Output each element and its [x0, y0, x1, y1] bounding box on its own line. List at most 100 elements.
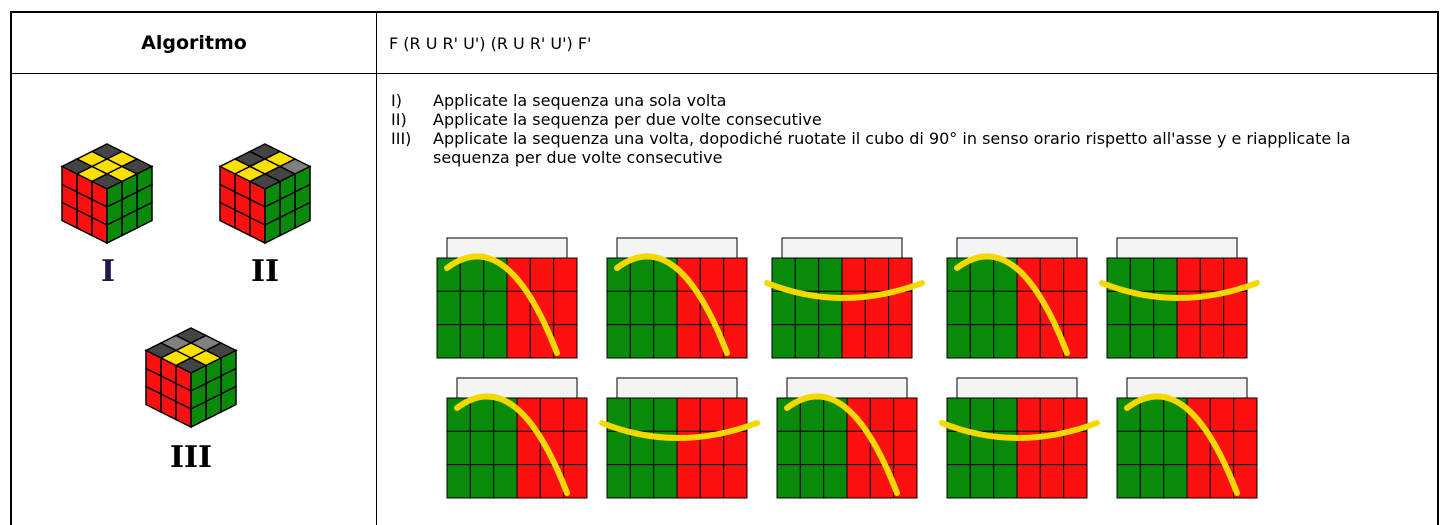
frame-top-face: [616, 377, 738, 399]
frame-left-face: [776, 464, 801, 499]
frame-left-face: [436, 324, 461, 359]
frame-left-face: [469, 464, 495, 499]
frame-right-face: [893, 430, 918, 466]
cube-case-iii: [144, 327, 238, 429]
frame-left-face: [1139, 397, 1165, 432]
frame-right-face: [676, 397, 701, 432]
frame-left-face: [459, 290, 485, 326]
step-item: II) Applicate la sequenza per due volte …: [391, 110, 1421, 129]
frame-right-face: [699, 464, 725, 499]
frame-right-face: [1176, 257, 1201, 292]
frame-right-face: [699, 397, 725, 432]
frame-top-face: [786, 377, 908, 399]
case-label-iii: III: [169, 440, 213, 475]
frame-right-face: [539, 397, 565, 432]
frame-left-face: [1129, 324, 1155, 359]
frame-right-face: [1176, 324, 1201, 359]
frame-left-face: [653, 324, 678, 359]
vertical-turn-arrow-icon: [444, 253, 560, 356]
step-text: Applicate la sequenza per due volte cons…: [433, 110, 822, 129]
steps-list: I) Applicate la sequenza una sola volta …: [391, 91, 1421, 167]
frame-left-face: [459, 324, 485, 359]
frame-right-face: [1186, 464, 1211, 499]
step-item: III) Applicate la sequenza una volta, do…: [391, 129, 1421, 167]
frame-right-face: [1199, 324, 1225, 359]
frame-right-face: [1039, 464, 1065, 499]
frame-right-face: [841, 257, 866, 292]
frame-right-face: [888, 324, 913, 359]
frame-right-face: [699, 257, 725, 292]
frame-left-face: [1153, 324, 1178, 359]
frame-left-face: [823, 464, 848, 499]
frame-left-face: [629, 464, 655, 499]
horizontal-turn-arrow-icon: [939, 420, 1100, 441]
right-sticker: [106, 216, 123, 245]
frame-top-face: [781, 237, 903, 259]
frame-right-face: [723, 464, 748, 499]
frame-right-face: [864, 257, 890, 292]
frame-left-face: [629, 257, 655, 292]
frame-left-face: [969, 324, 995, 359]
frame-right-face: [1209, 397, 1235, 432]
frame-left-face: [794, 324, 820, 359]
frame-right-face: [563, 430, 588, 466]
right-sticker: [264, 216, 281, 245]
algorithm-sequence: F (R U R' U') (R U R' U') F': [377, 13, 1437, 74]
frame-right-face: [563, 397, 588, 432]
frame-left-face: [493, 430, 518, 466]
frame-right-face: [1063, 290, 1088, 326]
frame-left-face: [653, 397, 678, 432]
frame-right-face: [864, 324, 890, 359]
frame-right-face: [1063, 257, 1088, 292]
frame-left-face: [776, 430, 801, 466]
step-number: II): [391, 110, 407, 129]
frame-right-face: [1016, 397, 1041, 432]
frame-left-face: [1129, 257, 1155, 292]
frame-right-face: [1233, 430, 1258, 466]
frame-left-face: [799, 430, 825, 466]
frame-left-face: [483, 324, 508, 359]
frame-left-face: [1139, 430, 1165, 466]
frame-right-face: [1039, 397, 1065, 432]
vertical-turn-arrow-icon: [614, 253, 730, 356]
frame-left-face: [446, 430, 471, 466]
frame-left-face: [969, 397, 995, 432]
frame-left-face: [629, 397, 655, 432]
frame-right-face: [1199, 257, 1225, 292]
frame-left-face: [993, 397, 1018, 432]
frame-top-face: [616, 237, 738, 259]
frame-left-face: [606, 324, 631, 359]
step-item: I) Applicate la sequenza una sola volta: [391, 91, 1421, 110]
frame-left-face: [1163, 430, 1188, 466]
frame-left-face: [629, 290, 655, 326]
frame-left-face: [629, 324, 655, 359]
frame-left-face: [799, 464, 825, 499]
frame-left-face: [606, 430, 631, 466]
frame-top-face: [1126, 377, 1248, 399]
frame-left-face: [946, 324, 971, 359]
frame-left-face: [794, 257, 820, 292]
frame-left-face: [946, 290, 971, 326]
algorithm-table: Algoritmo F (R U R' U') (R U R' U') F' I…: [10, 11, 1439, 525]
frame-right-face: [1063, 430, 1088, 466]
frame-left-face: [469, 397, 495, 432]
frame-right-face: [529, 257, 555, 292]
frame-right-face: [676, 464, 701, 499]
cube-case-ii: [218, 143, 312, 245]
frame-left-face: [993, 464, 1018, 499]
frame-left-face: [606, 464, 631, 499]
frame-left-face: [1163, 464, 1188, 499]
case-label-ii: II: [250, 254, 280, 289]
frame-top-face: [456, 377, 578, 399]
frame-right-face: [1233, 397, 1258, 432]
vertical-turn-arrow-icon: [954, 253, 1070, 356]
step-number: III): [391, 129, 412, 148]
frame-left-face: [483, 290, 508, 326]
frame-right-face: [506, 324, 531, 359]
frame-right-face: [1016, 324, 1041, 359]
frame-right-face: [1063, 464, 1088, 499]
instructions-cell: I) Applicate la sequenza una sola volta …: [377, 74, 1437, 525]
frame-left-face: [1153, 257, 1178, 292]
move-animation-frames: [436, 237, 1260, 499]
algorithm-label: Algoritmo: [12, 13, 377, 74]
